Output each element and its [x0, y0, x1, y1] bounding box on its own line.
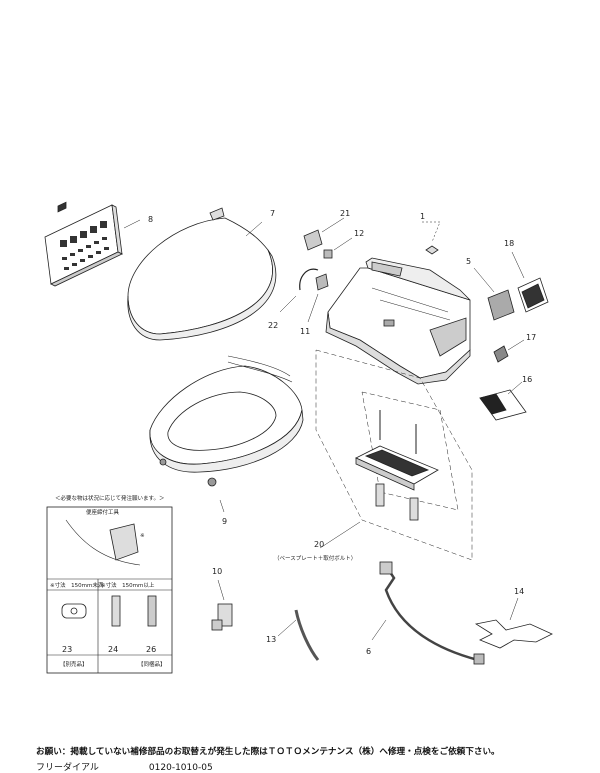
- part-number: 14: [514, 587, 524, 596]
- freedial-number: 0120-1010-05: [148, 763, 213, 773]
- part-number: 23: [62, 645, 72, 654]
- base-plate-note: （ベースプレート＋取付ボルト）: [274, 554, 356, 562]
- part-18-nozzle-cover: [511, 251, 549, 313]
- part-number: 24: [108, 645, 118, 654]
- part-number: 1: [420, 212, 425, 221]
- inset-sold-separately: 【別売品】: [60, 660, 88, 668]
- part-16-deodorizer: [479, 381, 527, 421]
- part-number: 22: [268, 321, 278, 330]
- inset-tool-label: 便座締付工具: [86, 508, 120, 516]
- part-1-cap: [422, 221, 441, 255]
- toilet-seat: [149, 355, 304, 513]
- part-13-hose: [277, 609, 320, 661]
- toilet-lid: [127, 207, 277, 341]
- main-unit-body: [325, 257, 471, 385]
- base-plate-assembly: [315, 349, 473, 561]
- inset-included: 【同梱品】: [138, 660, 166, 668]
- inset-caption: ＜必要な物は状況に応じて発注願います。＞: [55, 494, 164, 502]
- inset-box: [46, 506, 173, 674]
- part-17-clip: [493, 339, 525, 363]
- part-number: 18: [504, 239, 514, 248]
- remote-control: [44, 201, 141, 287]
- part-number: 16: [522, 375, 532, 384]
- part-12-nut: [323, 237, 353, 259]
- part-number: 26: [146, 645, 156, 654]
- freedial-label: フリーダイアル: [36, 763, 99, 773]
- inset-mark: ※: [140, 533, 145, 539]
- part-number: 12: [354, 229, 364, 238]
- part-number: 9: [222, 517, 227, 526]
- part-11-hinge: [307, 273, 329, 323]
- part-number: 11: [300, 327, 310, 336]
- footer-note: お願い：掲載していない補修部品のお取替えが発生した際はＴＯＴＯメンテナンス（株）…: [36, 747, 500, 757]
- part-number: 5: [466, 257, 471, 266]
- part-6-hose: [371, 561, 485, 665]
- part-number: 7: [270, 209, 275, 218]
- part-14-wrench: [474, 597, 553, 649]
- inset-col-left: ※寸法 150mm未満: [50, 581, 104, 589]
- part-22-clip: [279, 268, 319, 313]
- part-10-valve: [211, 579, 233, 631]
- part-number: 13: [266, 635, 276, 644]
- part-number: 21: [340, 209, 350, 218]
- part-number: 20: [314, 540, 324, 549]
- part-number: 8: [148, 215, 153, 224]
- inset-col-right: ※寸法 150mm以上: [101, 581, 155, 589]
- part-21-bracket: [303, 217, 345, 251]
- part-5-filter: [473, 267, 515, 321]
- footer-phone: フリーダイアル 0120-1010-05: [36, 760, 263, 773]
- part-number: 10: [212, 567, 222, 576]
- part-number: 17: [526, 333, 536, 342]
- part-number: 6: [366, 647, 371, 656]
